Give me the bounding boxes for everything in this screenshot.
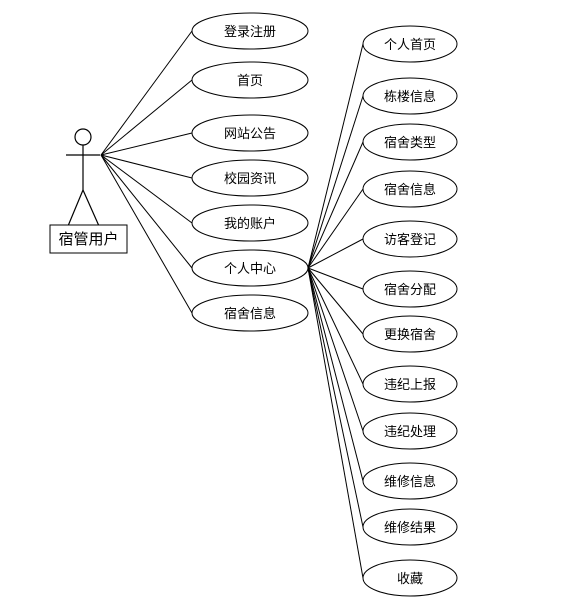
use-case-uc-personal-center: 个人中心 bbox=[191, 249, 309, 287]
use-case-ellipse bbox=[191, 61, 309, 99]
use-case-label: 首页 bbox=[237, 74, 263, 89]
use-case-ellipse bbox=[362, 559, 458, 597]
use-case-ellipse bbox=[362, 123, 458, 161]
use-case-pc-repair-info: 维修信息 bbox=[362, 462, 458, 500]
use-case-pc-visitor: 访客登记 bbox=[362, 220, 458, 258]
use-case-label: 宿舍信息 bbox=[224, 306, 276, 322]
use-case-uc-login: 登录注册 bbox=[191, 12, 309, 50]
association-line bbox=[100, 132, 193, 156]
use-case-pc-dorm-info: 宿舍信息 bbox=[362, 170, 458, 208]
use-case-label: 校园资讯 bbox=[224, 171, 276, 187]
use-case-label: 违纪上报 bbox=[384, 378, 436, 393]
use-case-uc-account: 我的账户 bbox=[191, 204, 309, 242]
use-case-label: 收藏 bbox=[397, 572, 423, 587]
use-case-pc-home: 个人首页 bbox=[362, 25, 458, 63]
use-case-label: 网站公告 bbox=[224, 127, 276, 142]
use-case-ellipse bbox=[362, 365, 458, 403]
actor-right-leg bbox=[82, 189, 100, 227]
association-line bbox=[100, 79, 193, 156]
use-case-pc-allocation: 宿舍分配 bbox=[362, 270, 458, 308]
use-case-label: 宿舍类型 bbox=[384, 135, 436, 151]
use-case-pc-favorites: 收藏 bbox=[362, 559, 458, 597]
use-case-pc-violation-report: 违纪上报 bbox=[362, 365, 458, 403]
use-case-ellipse bbox=[362, 315, 458, 353]
use-case-label: 访客登记 bbox=[384, 232, 436, 248]
association-line bbox=[307, 267, 364, 482]
use-case-uc-home: 首页 bbox=[191, 61, 309, 99]
use-case-pc-violation-handle: 违纪处理 bbox=[362, 412, 458, 450]
association-line bbox=[307, 43, 364, 269]
association-line bbox=[307, 267, 364, 385]
association-line bbox=[307, 267, 364, 290]
actor: 宿管用户 bbox=[49, 128, 128, 254]
use-case-ellipse bbox=[362, 25, 458, 63]
association-line bbox=[307, 267, 364, 528]
use-case-uc-notice: 网站公告 bbox=[191, 114, 309, 152]
use-case-label: 违纪处理 bbox=[384, 425, 436, 440]
use-case-ellipse bbox=[362, 508, 458, 546]
use-case-pc-change: 更换宿舍 bbox=[362, 315, 458, 353]
association-line bbox=[307, 267, 364, 432]
use-case-label: 维修信息 bbox=[384, 474, 436, 490]
use-case-ellipse bbox=[191, 249, 309, 287]
actor-head bbox=[74, 128, 92, 146]
use-case-ellipse bbox=[191, 204, 309, 242]
association-line bbox=[307, 95, 364, 269]
association-lines bbox=[100, 30, 364, 579]
use-case-label: 我的账户 bbox=[224, 216, 276, 232]
association-line bbox=[100, 30, 193, 156]
use-case-label: 维修结果 bbox=[384, 521, 436, 536]
actor-label: 宿管用户 bbox=[58, 230, 118, 248]
use-case-pc-building: 栋楼信息 bbox=[362, 77, 458, 115]
use-case-label: 登录注册 bbox=[224, 25, 276, 40]
association-line bbox=[100, 154, 193, 269]
use-case-label: 宿舍信息 bbox=[384, 182, 436, 198]
actor-left-leg bbox=[67, 189, 84, 227]
association-line bbox=[100, 154, 193, 314]
use-case-label: 更换宿舍 bbox=[384, 327, 436, 343]
use-case-ellipse bbox=[362, 170, 458, 208]
association-line bbox=[307, 238, 364, 269]
use-case-ellipse bbox=[191, 114, 309, 152]
use-case-label: 宿舍分配 bbox=[384, 282, 436, 298]
use-case-label: 个人首页 bbox=[384, 38, 436, 53]
personal-center-use-cases: 个人首页栋楼信息宿舍类型宿舍信息访客登记宿舍分配更换宿舍违纪上报违纪处理维修信息… bbox=[362, 25, 458, 597]
use-case-uc-news: 校园资讯 bbox=[191, 159, 309, 197]
association-line bbox=[100, 154, 193, 179]
association-line bbox=[100, 154, 193, 224]
use-case-label: 栋楼信息 bbox=[384, 89, 436, 105]
association-line bbox=[307, 188, 364, 269]
use-case-ellipse bbox=[191, 294, 309, 332]
use-case-ellipse bbox=[362, 412, 458, 450]
use-case-label: 个人中心 bbox=[224, 262, 276, 277]
actor-label-box bbox=[49, 224, 128, 254]
use-case-ellipse bbox=[362, 77, 458, 115]
association-line bbox=[307, 141, 364, 269]
use-case-pc-dorm-type: 宿舍类型 bbox=[362, 123, 458, 161]
use-case-ellipse bbox=[362, 270, 458, 308]
use-case-uc-dorm-info: 宿舍信息 bbox=[191, 294, 309, 332]
association-line bbox=[307, 267, 364, 579]
use-case-pc-repair-result: 维修结果 bbox=[362, 508, 458, 546]
use-case-ellipse bbox=[191, 12, 309, 50]
use-case-ellipse bbox=[362, 462, 458, 500]
association-line bbox=[307, 267, 364, 335]
use-case-ellipse bbox=[362, 220, 458, 258]
use-case-ellipse bbox=[191, 159, 309, 197]
